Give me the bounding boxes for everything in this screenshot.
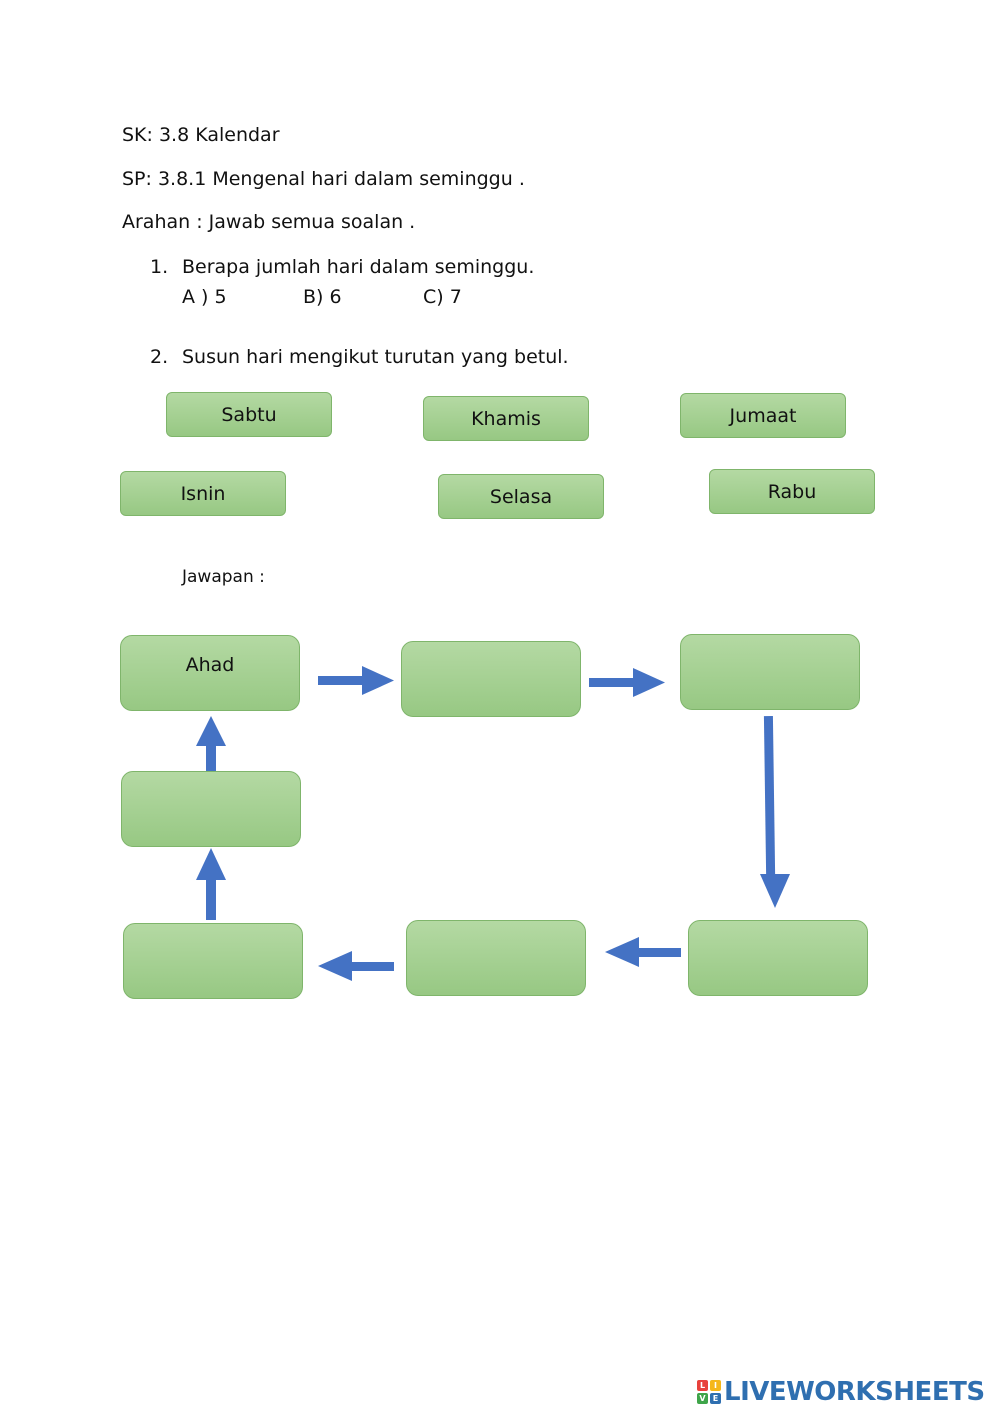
logo-mark-v: V	[697, 1393, 708, 1404]
logo-mark-e: E	[710, 1393, 721, 1404]
question2-number: 2.	[150, 346, 169, 368]
liveworksheets-logo: L I V E LIVEWORKSHEETS	[697, 1376, 985, 1408]
answer-box-6[interactable]	[123, 923, 303, 999]
option-a[interactable]: A ) 5	[182, 286, 227, 308]
arahan-line: Arahan : Jawab semua soalan .	[122, 211, 416, 233]
arrow-down-icon	[760, 715, 790, 908]
day-chip-jumaat[interactable]: Jumaat	[680, 393, 846, 438]
arrow-left-icon	[605, 937, 681, 967]
answer-box-2[interactable]	[401, 641, 581, 717]
answer-box-1: Ahad	[120, 635, 300, 711]
day-chip-khamis[interactable]: Khamis	[423, 396, 589, 441]
sp-line: SP: 3.8.1 Mengenal hari dalam seminggu .	[122, 168, 525, 190]
question2-text: Susun hari mengikut turutan yang betul.	[182, 346, 569, 368]
question1-text: Berapa jumlah hari dalam seminggu.	[182, 256, 535, 278]
day-chip-isnin[interactable]: Isnin	[120, 471, 286, 516]
day-chip-selasa[interactable]: Selasa	[438, 474, 604, 519]
answer-box-4[interactable]	[688, 920, 868, 996]
answer-label: Jawapan :	[182, 567, 265, 587]
answer-box-7[interactable]	[121, 771, 301, 847]
sk-line: SK: 3.8 Kalendar	[122, 124, 280, 146]
arrow-up-icon	[196, 716, 226, 771]
answer-box-3[interactable]	[680, 634, 860, 710]
arrow-left-icon	[318, 951, 394, 981]
question1-number: 1.	[150, 256, 169, 278]
arrow-up-icon	[196, 848, 226, 920]
answer-box-5[interactable]	[406, 920, 586, 996]
logo-text: LIVEWORKSHEETS	[724, 1377, 985, 1407]
day-chip-rabu[interactable]: Rabu	[709, 469, 875, 514]
logo-mark-l: L	[697, 1380, 708, 1391]
option-b[interactable]: B) 6	[303, 286, 342, 308]
arrow-right-icon	[589, 668, 665, 697]
option-c[interactable]: C) 7	[423, 286, 462, 308]
arrow-right-icon	[318, 666, 394, 695]
logo-mark-icon: L I V E	[697, 1380, 721, 1404]
day-chip-sabtu[interactable]: Sabtu	[166, 392, 332, 437]
logo-mark-i: I	[710, 1380, 721, 1391]
